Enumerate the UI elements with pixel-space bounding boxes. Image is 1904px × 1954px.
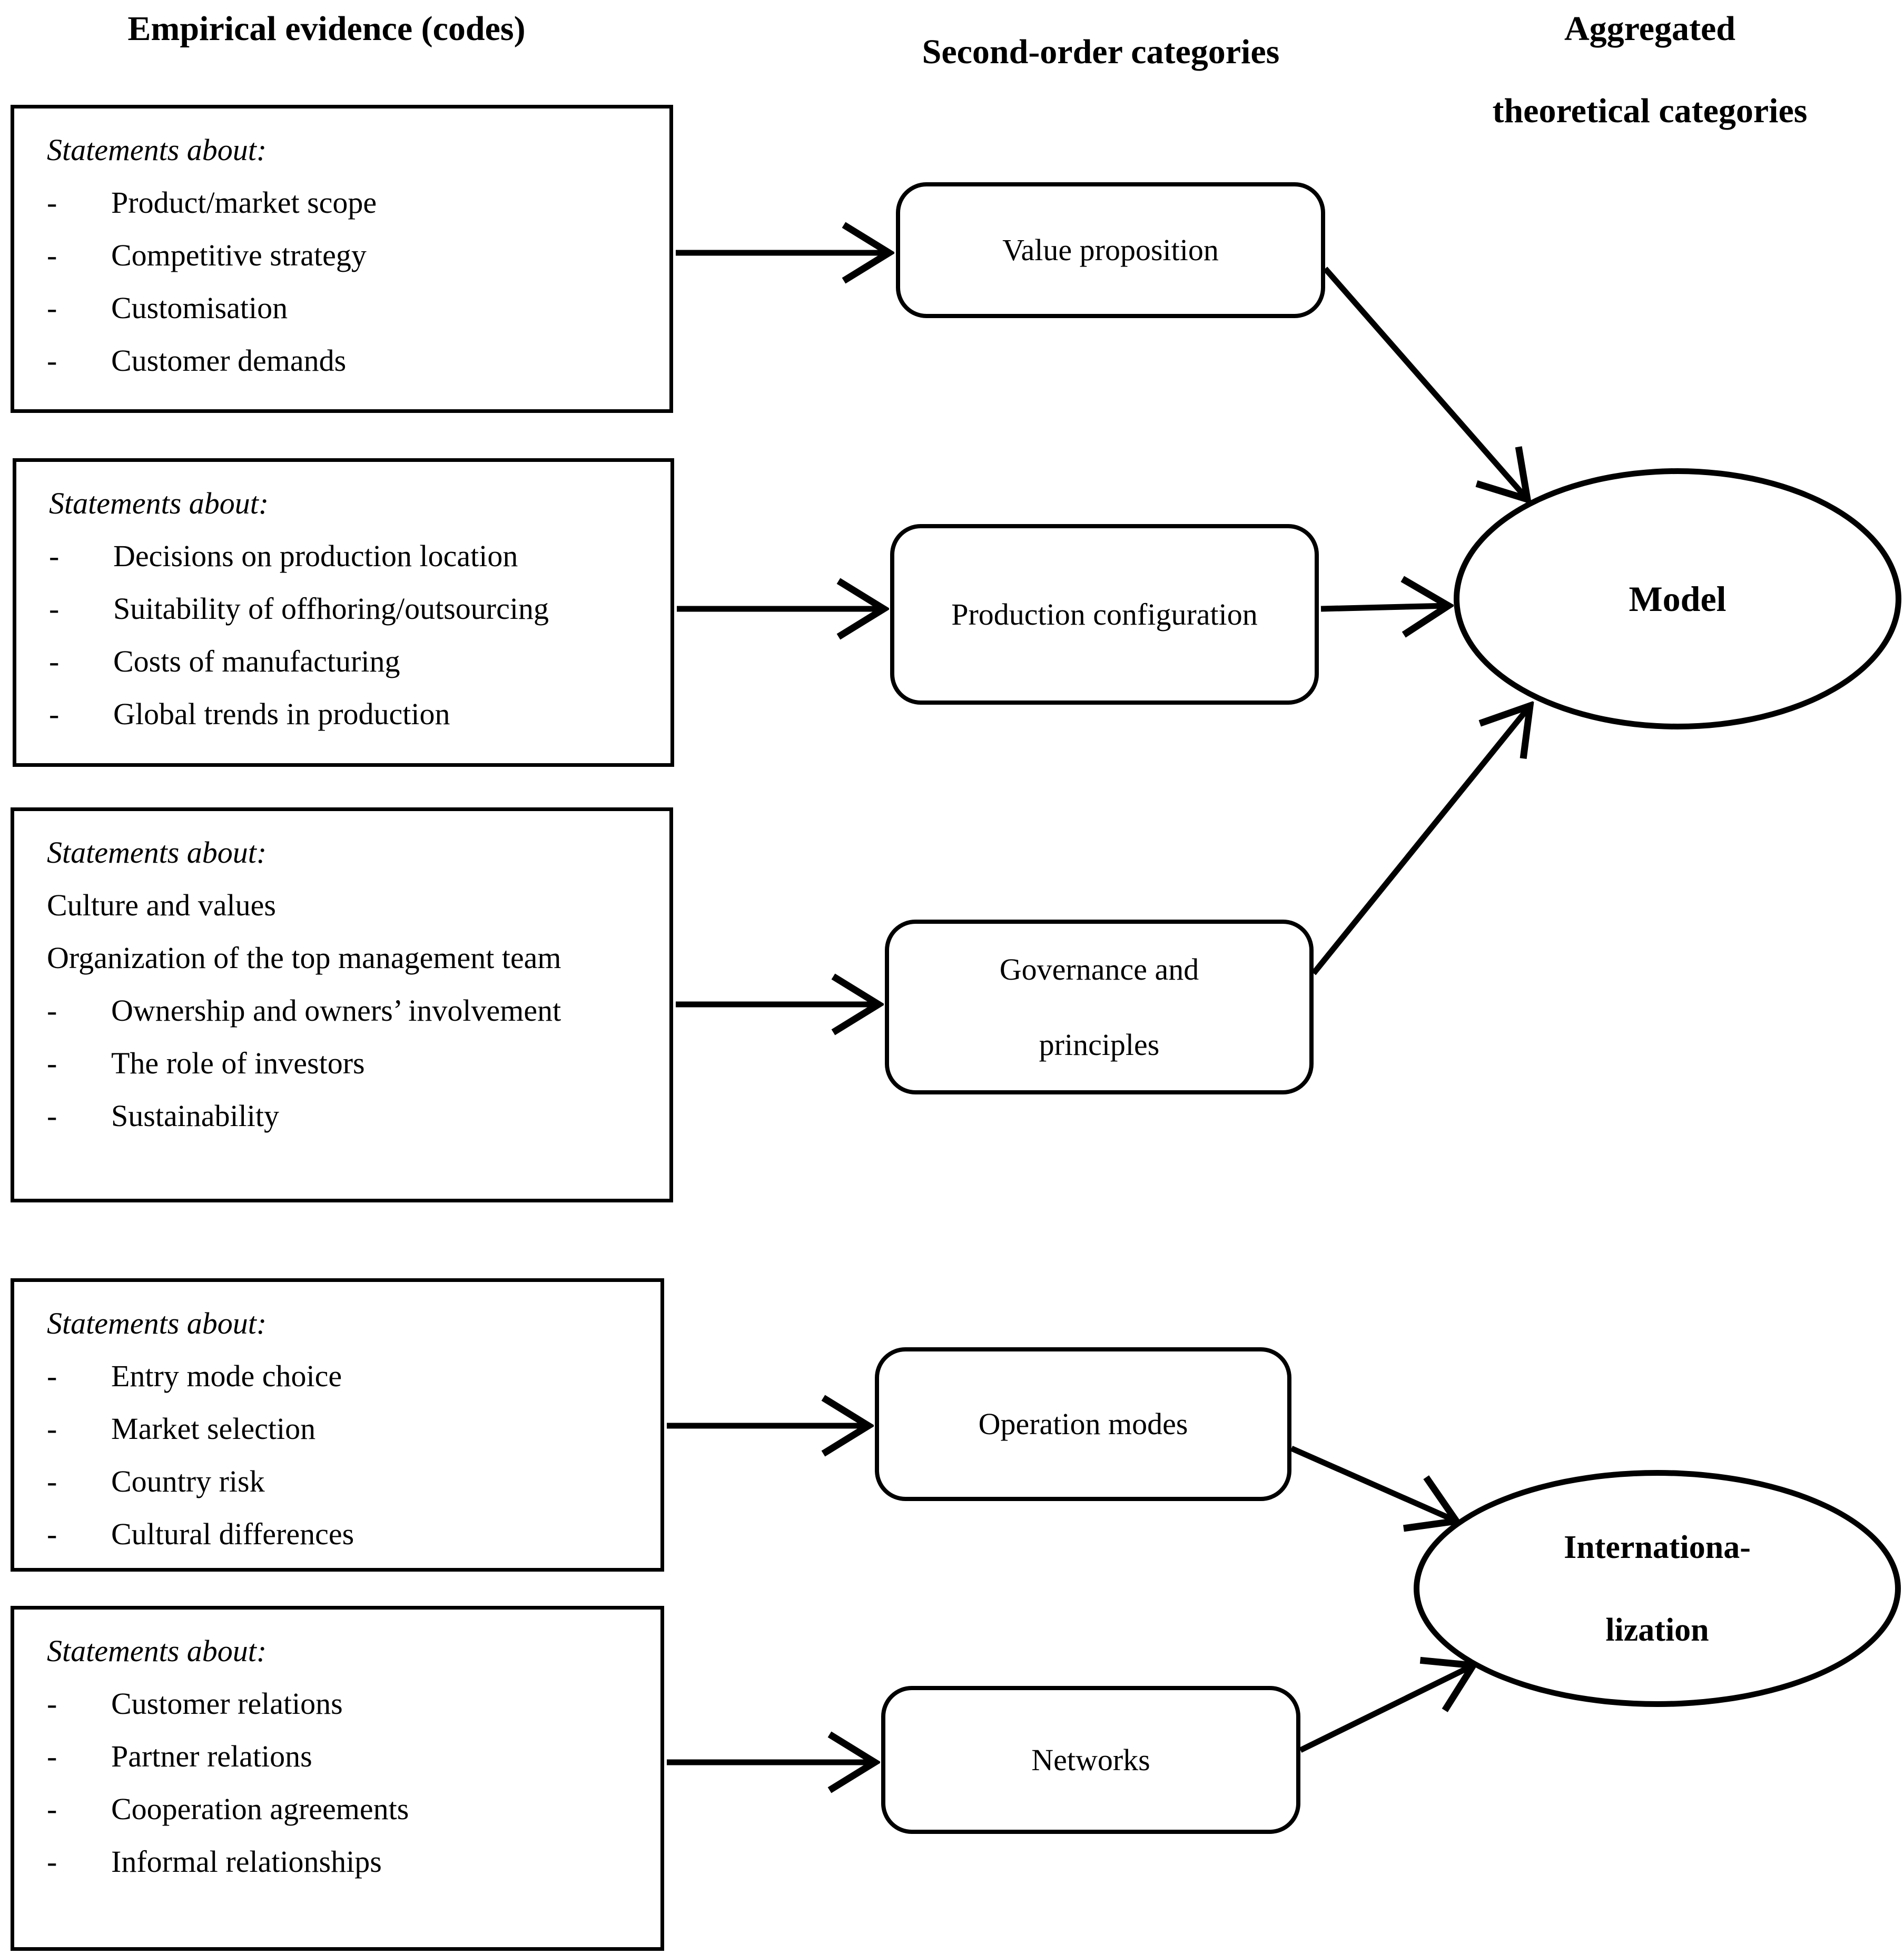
category-box-operation-modes: Operation modes xyxy=(875,1347,1291,1501)
column-header-line1: Aggregated xyxy=(1564,9,1736,48)
category-label-line1: Governance and xyxy=(999,952,1199,986)
bullet-dash: - xyxy=(49,644,60,678)
statements-intro: Statements about: xyxy=(47,835,267,870)
list-item-label: Culture and values xyxy=(47,888,276,922)
column-header-line2: theoretical categories xyxy=(1492,92,1808,130)
list-item: - Global trends in production xyxy=(49,699,660,729)
column-header-second-order: Second-order categories xyxy=(837,35,1364,70)
list-item-label: Organization of the top management team xyxy=(47,941,561,975)
list-item-label: Entry mode choice xyxy=(111,1359,342,1393)
category-box-networks: Networks xyxy=(881,1686,1300,1834)
list-item-label: Partner relations xyxy=(111,1739,312,1773)
list-item-label: Product/market scope xyxy=(111,185,377,220)
list-item: - Competitive strategy xyxy=(47,240,659,271)
list-item: - Cultural differences xyxy=(47,1519,650,1550)
list-item-label: Ownership and owners’ involvement xyxy=(111,993,561,1028)
bullet-dash: - xyxy=(47,238,57,272)
statements-intro: Statements about: xyxy=(49,486,269,520)
bullet-dash: - xyxy=(47,1046,57,1080)
bullet-dash: - xyxy=(47,993,57,1028)
bullet-dash: - xyxy=(47,185,57,220)
bullet-dash: - xyxy=(47,1464,57,1498)
aggregated-label: Model xyxy=(1629,579,1727,619)
category-box-value-proposition: Value proposition xyxy=(896,182,1325,318)
bullet-dash: - xyxy=(47,1792,57,1826)
list-item: - Cooperation agreements xyxy=(47,1794,650,1824)
bullet-dash: - xyxy=(47,1359,57,1393)
list-item-label: Suitability of offhoring/outsourcing xyxy=(113,591,549,626)
column-header-text: Empirical evidence (codes) xyxy=(127,9,526,48)
bullet-dash: - xyxy=(47,291,57,325)
list-item: - Customer relations xyxy=(47,1689,650,1719)
list-item: - Informal relationships xyxy=(47,1847,650,1877)
list-item-label: Competitive strategy xyxy=(111,238,367,272)
category-label: Operation modes xyxy=(978,1407,1188,1441)
list-item: Organization of the top management team xyxy=(47,943,659,973)
category-box-governance-and-principles: Governance and principles xyxy=(885,920,1314,1094)
list-item: - Market selection xyxy=(47,1414,650,1444)
list-item-label: Costs of manufacturing xyxy=(113,644,400,678)
evidence-box-production-configuration: Statements about: - Decisions on product… xyxy=(13,458,674,767)
bullet-dash: - xyxy=(47,1412,57,1446)
list-item: - Decisions on production location xyxy=(49,541,660,571)
bullet-dash: - xyxy=(47,1686,57,1721)
list-item: - Costs of manufacturing xyxy=(49,646,660,677)
aggregated-ellipse-internationalization: Internationa- lization xyxy=(1414,1470,1901,1707)
list-item-label: Global trends in production xyxy=(113,697,450,731)
bullet-dash: - xyxy=(49,697,60,731)
aggregated-label-line1: Internationa- xyxy=(1564,1529,1751,1565)
evidence-box-operation-modes: Statements about: - Entry mode choice - … xyxy=(11,1278,664,1572)
list-item-label: Informal relationships xyxy=(111,1844,382,1879)
arrow-production-configuration-to-model xyxy=(1320,606,1448,609)
list-item-label: Decisions on production location xyxy=(113,539,518,573)
list-item: - Ownership and owners’ involvement xyxy=(47,995,659,1026)
column-header-empirical-evidence: Empirical evidence (codes) xyxy=(0,12,653,46)
list-item-label: Customer relations xyxy=(111,1686,343,1721)
list-item-label: Country risk xyxy=(111,1464,265,1498)
list-item: - Product/market scope xyxy=(47,187,659,218)
list-item: - The role of investors xyxy=(47,1048,659,1079)
list-item: - Customer demands xyxy=(47,346,659,376)
arrow-governance-to-model xyxy=(1311,706,1530,975)
bullet-dash: - xyxy=(47,1099,57,1133)
statements-intro: Statements about: xyxy=(47,133,267,167)
bullet-dash: - xyxy=(47,343,57,378)
evidence-box-governance: Statements about: Culture and values Org… xyxy=(11,807,673,1202)
list-item-label: The role of investors xyxy=(111,1046,365,1080)
bullet-dash: - xyxy=(49,591,60,626)
list-item: - Country risk xyxy=(47,1466,650,1497)
category-label-line2: principles xyxy=(1039,1027,1160,1062)
list-item: - Sustainability xyxy=(47,1101,659,1131)
category-label: Networks xyxy=(1031,1742,1150,1777)
category-label: Production configuration xyxy=(951,597,1258,631)
list-item-label: Customer demands xyxy=(111,343,347,378)
list-item-label: Customisation xyxy=(111,291,288,325)
category-label: Value proposition xyxy=(1002,233,1219,267)
aggregated-ellipse-model: Model xyxy=(1454,468,1901,729)
statements-intro: Statements about: xyxy=(47,1634,267,1668)
statements-intro: Statements about: xyxy=(47,1306,267,1340)
list-item: - Entry mode choice xyxy=(47,1361,650,1392)
evidence-box-value-proposition: Statements about: - Product/market scope… xyxy=(11,105,673,413)
list-item-label: Cooperation agreements xyxy=(111,1792,409,1826)
bullet-dash: - xyxy=(47,1844,57,1879)
bullet-dash: - xyxy=(49,539,60,573)
column-header-aggregated: Aggregated theoretical categories xyxy=(1396,12,1904,129)
arrow-value-proposition-to-model xyxy=(1323,267,1527,499)
bullet-dash: - xyxy=(47,1739,57,1773)
list-item: - Partner relations xyxy=(47,1741,650,1772)
arrow-operation-modes-to-internationalization xyxy=(1290,1445,1456,1521)
list-item: Culture and values xyxy=(47,890,659,921)
list-item-label: Cultural differences xyxy=(111,1517,354,1551)
arrow-networks-to-internationalization xyxy=(1299,1665,1473,1753)
list-item-label: Market selection xyxy=(111,1412,316,1446)
evidence-box-networks: Statements about: - Customer relations -… xyxy=(11,1606,664,1951)
list-item-label: Sustainability xyxy=(111,1099,279,1133)
list-item: - Suitability of offhoring/outsourcing xyxy=(49,594,660,624)
list-item: - Customisation xyxy=(47,293,659,323)
column-header-text: Second-order categories xyxy=(922,33,1280,71)
category-box-production-configuration: Production configuration xyxy=(890,524,1319,705)
bullet-dash: - xyxy=(47,1517,57,1551)
aggregated-label-line2: lization xyxy=(1605,1612,1709,1648)
